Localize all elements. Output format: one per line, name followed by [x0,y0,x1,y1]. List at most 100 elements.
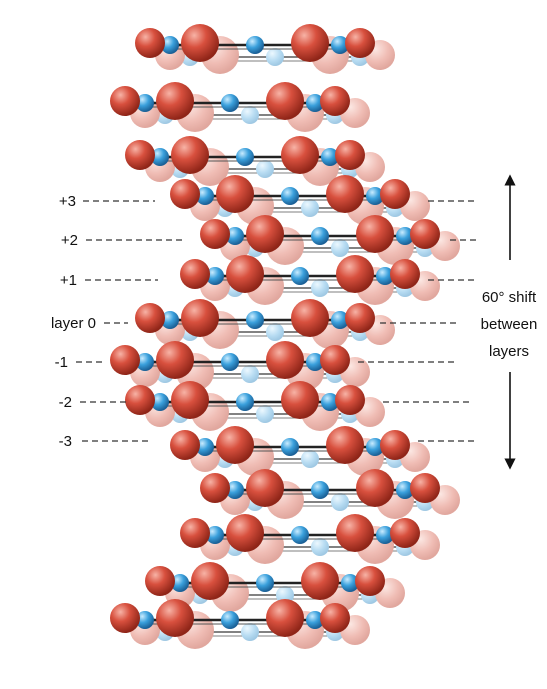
small-atom [246,36,264,54]
layer-label-minus1: -1 [55,354,68,371]
large-atom [356,215,394,253]
small-atom [136,94,154,112]
small-atom [331,311,349,329]
large-atom [171,381,209,419]
small-atom [236,393,254,411]
large-atom [125,140,155,170]
large-atom [181,24,219,62]
small-atom [246,311,264,329]
molecule [135,24,375,62]
large-atom [281,136,319,174]
molecule [180,514,420,552]
large-atom [246,469,284,507]
large-atom [320,86,350,116]
large-atom [170,430,200,460]
large-atom [135,303,165,333]
small-atom [171,574,189,592]
molecule [200,469,440,507]
layer-label-plus2: +2 [61,232,78,249]
large-atom [301,562,339,600]
large-atom [191,562,229,600]
small-atom [301,199,319,217]
right-guides [358,200,478,442]
molecule [125,136,365,174]
small-atom [256,405,274,423]
small-atom [306,611,324,629]
small-atom [226,227,244,245]
small-atom [311,481,329,499]
large-atom [110,86,140,116]
large-atom [410,473,440,503]
large-atom [266,82,304,120]
small-atom [301,450,319,468]
layer-label-plus3: +3 [59,193,76,210]
layer-labels: +3 +2 +1 layer 0 -1 -2 -3 [51,193,96,450]
molecule [200,215,440,253]
large-atom [336,514,374,552]
large-atom [390,259,420,289]
small-atom [281,438,299,456]
molecule-stack [110,24,460,649]
shift-text-line2: between [481,316,538,333]
molecule [125,381,365,419]
small-atom [396,481,414,499]
small-atom [366,438,384,456]
large-atom [226,255,264,293]
large-atom [200,473,230,503]
small-atom [241,623,259,641]
large-atom [110,603,140,633]
large-atom [326,426,364,464]
large-atom [226,514,264,552]
large-atom [336,255,374,293]
molecule [110,599,350,637]
large-atom [135,28,165,58]
layer-label-minus2: -2 [59,394,72,411]
molecule [110,82,350,120]
small-atom [221,611,239,629]
large-atom [181,299,219,337]
molecule [170,175,410,213]
small-atom [151,393,169,411]
small-atom [241,365,259,383]
large-atom [291,24,329,62]
large-atom [200,219,230,249]
small-atom [136,353,154,371]
large-atom [356,469,394,507]
molecule [180,255,420,293]
large-atom [266,599,304,637]
small-atom [331,493,349,511]
large-atom [145,566,175,596]
large-atom [320,603,350,633]
small-atom [291,526,309,544]
small-atom [291,267,309,285]
small-atom [311,227,329,245]
small-atom [226,481,244,499]
small-atom [366,187,384,205]
small-atom [236,148,254,166]
small-atom [396,227,414,245]
large-atom [345,28,375,58]
large-atom [125,385,155,415]
small-atom [266,48,284,66]
small-atom [321,393,339,411]
small-atom [311,279,329,297]
small-atom [376,526,394,544]
small-atom [281,187,299,205]
small-atom [321,148,339,166]
small-atom [241,106,259,124]
molecule [170,426,410,464]
large-atom [281,381,319,419]
small-atom [221,353,239,371]
large-atom [156,599,194,637]
small-atom [196,438,214,456]
large-atom [335,385,365,415]
large-atom [170,179,200,209]
molecule [110,341,350,379]
shift-text-line3: layers [489,343,529,360]
large-atom [390,518,420,548]
large-atom [180,259,210,289]
small-atom [206,526,224,544]
shift-annotation: 60° shift between layers [481,289,538,360]
small-atom [311,538,329,556]
